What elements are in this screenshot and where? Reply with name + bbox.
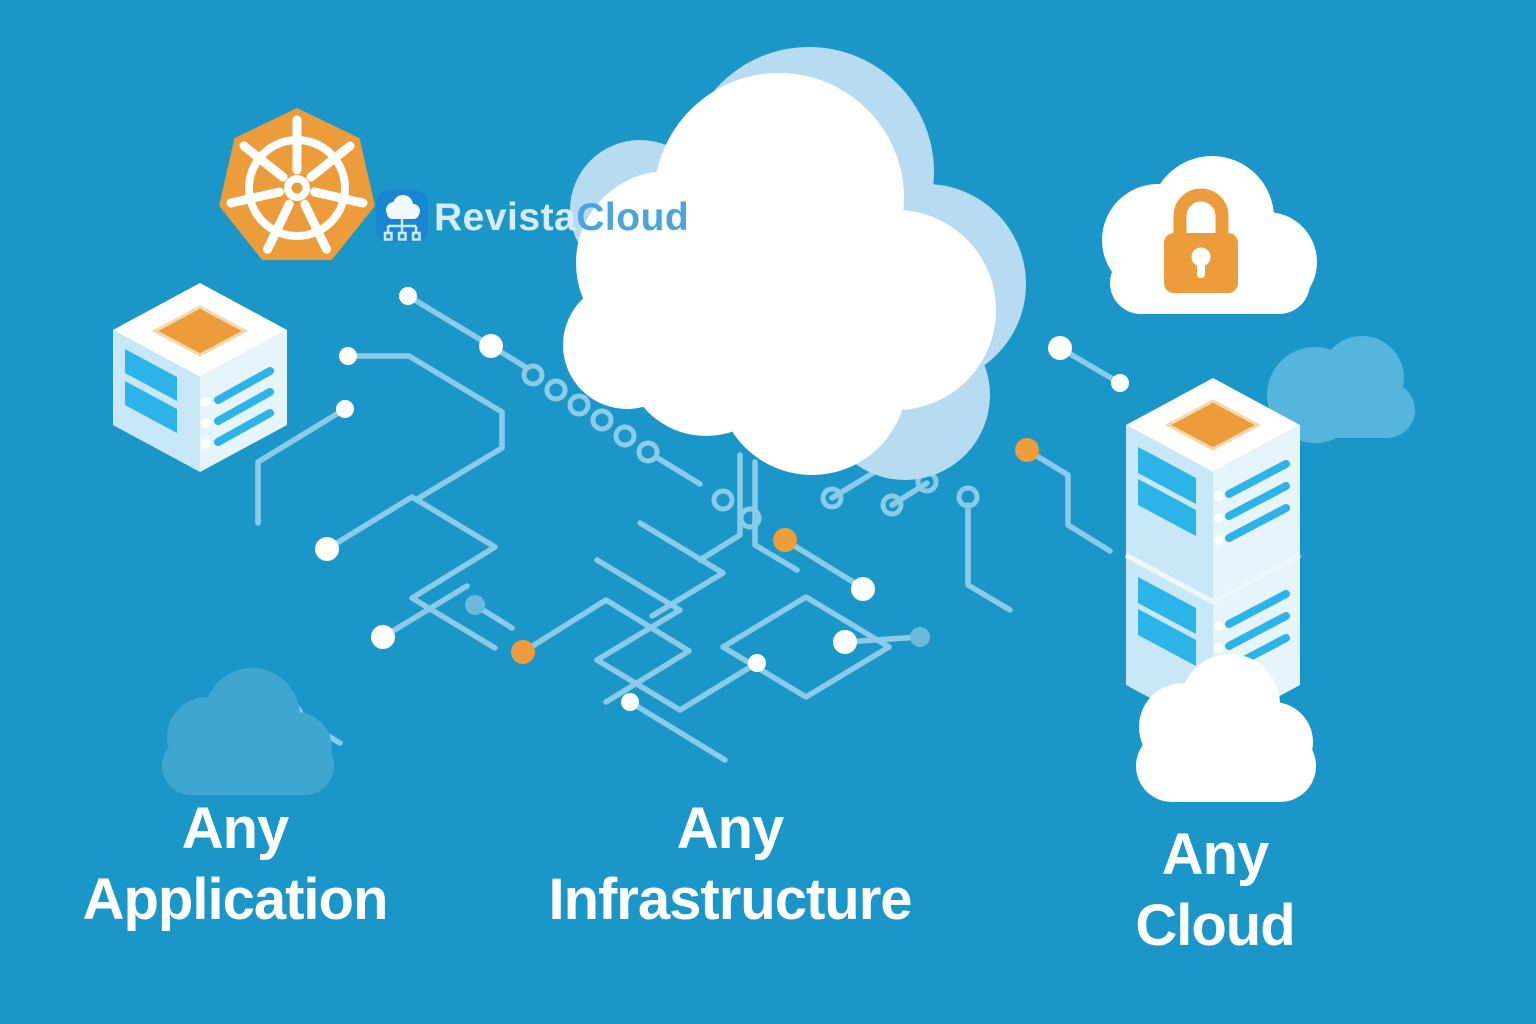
wordmark-suffix: Cloud bbox=[576, 196, 690, 239]
pale-cloud-right bbox=[1267, 336, 1415, 443]
label-line: Any bbox=[1161, 822, 1270, 887]
lock-cloud bbox=[1102, 156, 1317, 314]
label-line: Cloud bbox=[1135, 892, 1295, 958]
kubernetes-icon bbox=[219, 108, 375, 261]
big-cloud-body bbox=[563, 73, 996, 475]
label-line: Infrastructure bbox=[548, 866, 912, 932]
label-line: Application bbox=[82, 866, 389, 932]
cloud-network-icon bbox=[376, 190, 428, 242]
big-cloud bbox=[563, 47, 1026, 480]
wordmark-prefix: Revista bbox=[434, 196, 577, 239]
label-line: Any bbox=[676, 796, 785, 861]
revistacloud-wordmark: RevistaCloud bbox=[434, 196, 689, 240]
server-icon bbox=[113, 283, 287, 472]
label-any-infrastructure: Any Infrastructure bbox=[470, 794, 990, 936]
label-any-cloud: Any Cloud bbox=[1040, 820, 1390, 962]
label-line: Any bbox=[181, 796, 290, 861]
white-cloud-bottom-right bbox=[1136, 654, 1316, 802]
blue-cloud-bottom-left bbox=[162, 668, 334, 795]
label-any-application: Any Application bbox=[30, 794, 440, 936]
padlock-icon bbox=[1164, 188, 1238, 293]
